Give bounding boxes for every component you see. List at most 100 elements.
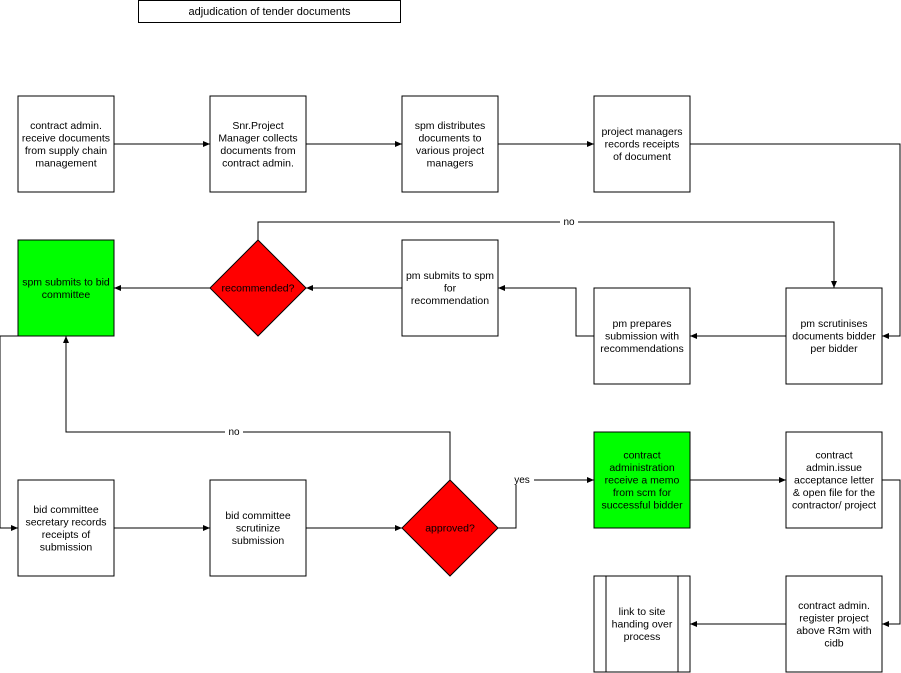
node-pm-prepares xyxy=(593,287,691,385)
node-label-line: submission xyxy=(40,541,93,553)
node-label-line: contract xyxy=(623,450,660,462)
node-label-line: various project xyxy=(416,145,484,157)
node-pm-scrutinises xyxy=(785,287,883,385)
label-approved: approved? xyxy=(425,523,475,535)
connectors xyxy=(0,141,901,627)
node-label-line: receive a memo xyxy=(605,475,680,487)
node-label-line: of document xyxy=(613,151,671,163)
node-spm-distributes xyxy=(401,95,499,193)
node-label-line: spm distributes xyxy=(415,120,486,132)
node-pm-records xyxy=(593,95,691,193)
edge-label-yes: yes xyxy=(514,475,530,486)
edge-prepares-to-pmsubmits xyxy=(498,285,594,337)
node-label-line: bid committee xyxy=(225,510,291,522)
edge-recommended-no xyxy=(257,221,837,288)
page-title: adjudication of tender documents xyxy=(188,6,351,18)
node-label-line: recommended? xyxy=(222,283,295,295)
node-label-line: from supply chain xyxy=(25,145,107,157)
node-label-line: spm submits to bid xyxy=(22,276,110,288)
node-label-line: from scm for xyxy=(613,487,672,499)
node-label-line: for xyxy=(444,283,457,295)
node-label-line: documents to xyxy=(418,132,481,144)
node-label-line: secretary records xyxy=(25,516,106,528)
edge-approved-no xyxy=(63,336,451,480)
nodes xyxy=(17,95,883,673)
node-label-line: documents from xyxy=(220,145,296,157)
node-memo-scm xyxy=(593,431,691,529)
node-label-line: link to site xyxy=(619,606,666,618)
edge-label-no-top: no xyxy=(563,217,575,228)
edge-records-to-scrutinises xyxy=(690,143,901,339)
node-label-line: contract admin. xyxy=(222,157,294,169)
node-snr-pm xyxy=(209,95,307,193)
node-register-cidb xyxy=(785,575,883,673)
node-label-line: above R3m with xyxy=(796,625,871,637)
node-label-line: contract xyxy=(815,450,852,462)
label-recommended: recommended? xyxy=(222,283,295,295)
node-label-line: project managers xyxy=(601,126,682,138)
node-label-line: per bidder xyxy=(810,343,858,355)
node-label-line: register project xyxy=(799,612,869,624)
node-label-line: Snr.Project xyxy=(232,120,283,132)
node-label-line: submission with xyxy=(605,331,679,343)
node-label-line: contractor/ project xyxy=(792,500,876,512)
node-spm-bid-committee xyxy=(17,239,115,337)
node-label-line: acceptance letter xyxy=(794,475,874,487)
node-label-line: documents bidder xyxy=(792,331,876,343)
node-label-line: administration xyxy=(609,462,675,474)
node-label-line: scrutinize xyxy=(236,523,281,535)
node-label-line: receipts of xyxy=(42,529,91,541)
node-recommended xyxy=(209,239,307,337)
node-label-line: successful bidder xyxy=(601,500,683,512)
node-pm-submits-spm xyxy=(401,239,499,337)
node-label-line: & open file for the xyxy=(793,487,875,499)
node-label-line: managers xyxy=(427,157,474,169)
node-bid-scrutinize xyxy=(209,479,307,577)
node-label-line: contract admin. xyxy=(30,120,102,132)
edge-bidcommittee-to-secretary xyxy=(0,335,18,531)
node-label-line: process xyxy=(624,631,661,643)
title-box: adjudication of tender documents xyxy=(138,0,401,23)
edge-labels: no no yes xyxy=(225,216,578,486)
node-label-line: contract admin. xyxy=(798,600,870,612)
node-label-line: handing over xyxy=(612,619,673,631)
node-label-line: records receipts xyxy=(605,139,680,151)
node-approved xyxy=(401,479,499,577)
node-label-line: receive documents xyxy=(22,132,110,144)
node-acceptance-letter xyxy=(785,431,883,529)
node-label-line: committee xyxy=(42,289,91,301)
node-label-line: approved? xyxy=(425,523,475,535)
edge-label-no-mid: no xyxy=(228,427,240,438)
node-bid-secretary xyxy=(17,479,115,577)
node-label-line: submission xyxy=(232,535,285,547)
edge-acceptance-to-register xyxy=(882,479,901,627)
node-label-line: recommendation xyxy=(411,295,489,307)
node-label-line: management xyxy=(35,157,96,169)
node-label-line: pm prepares xyxy=(613,318,672,330)
node-site-handing xyxy=(593,575,691,673)
node-label-line: Manager collects xyxy=(218,132,297,144)
node-receive-docs xyxy=(17,95,115,193)
node-label-line: pm scrutinises xyxy=(800,318,867,330)
node-label-line: bid committee xyxy=(33,504,99,516)
node-label-line: cidb xyxy=(824,637,843,649)
node-label-line: admin.issue xyxy=(806,462,862,474)
edge-approved-yes xyxy=(498,477,594,529)
node-label-line: recommendations xyxy=(600,343,683,355)
